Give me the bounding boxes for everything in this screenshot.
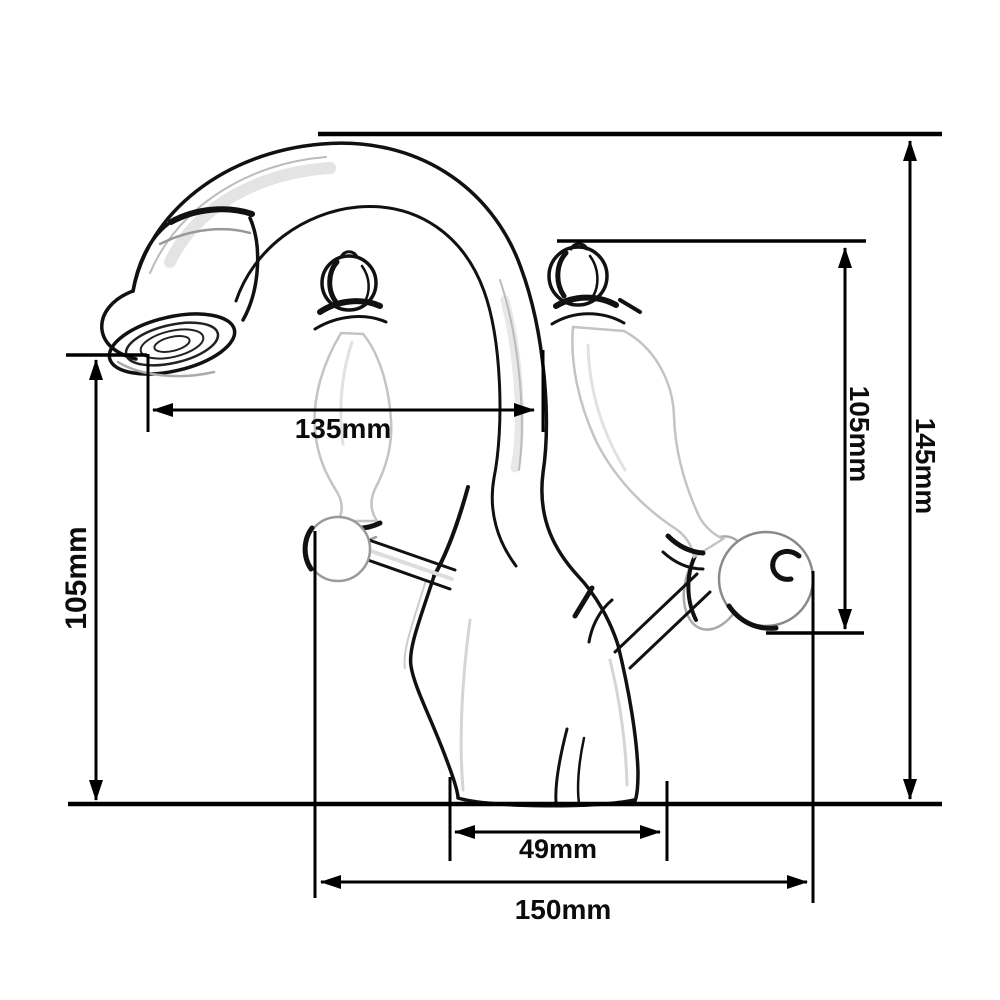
dimension-label-49mm: 49mm — [518, 834, 598, 864]
dimension-label-150mm: 150mm — [514, 894, 612, 925]
faucet-right-handle — [547, 242, 815, 670]
dimension-105mm-left — [66, 353, 147, 801]
faucet-left-handle — [302, 250, 457, 591]
dimension-135mm — [146, 350, 545, 432]
dimension-105mm-right — [557, 239, 866, 635]
faucet-spout-outlet — [100, 206, 260, 378]
c-mark — [770, 548, 802, 582]
dimension-label-135mm: 135mm — [294, 413, 392, 444]
faucet-spout — [131, 141, 620, 647]
dimension-annotations — [66, 131, 942, 903]
dimension-label-145mm: 145mm — [910, 417, 941, 515]
faucet-base — [403, 485, 640, 808]
dimension-150mm — [313, 531, 815, 903]
dimension-label-105mm-right: 105mm — [844, 385, 875, 483]
dimension-49mm — [448, 777, 669, 861]
dimension-label-105mm-left: 105mm — [60, 526, 93, 630]
